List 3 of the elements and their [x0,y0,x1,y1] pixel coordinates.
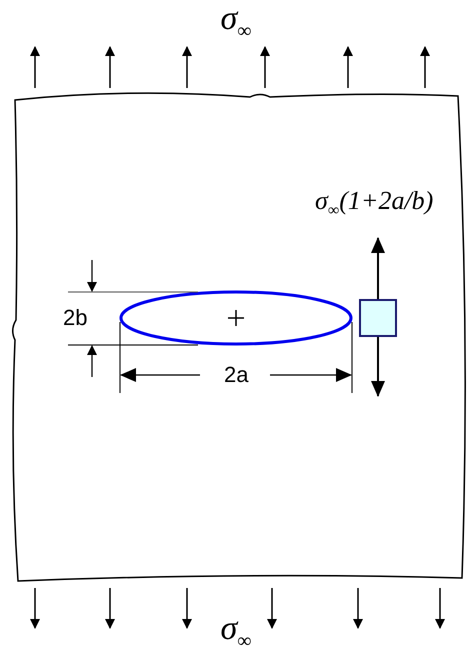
stress-symbol: σ$_{∞}$ [220,612,252,650]
stress-symbol: σ$_{∞}$ [220,2,252,41]
stress-formula: σ$_{∞}$(1+2a/b) [315,188,434,220]
